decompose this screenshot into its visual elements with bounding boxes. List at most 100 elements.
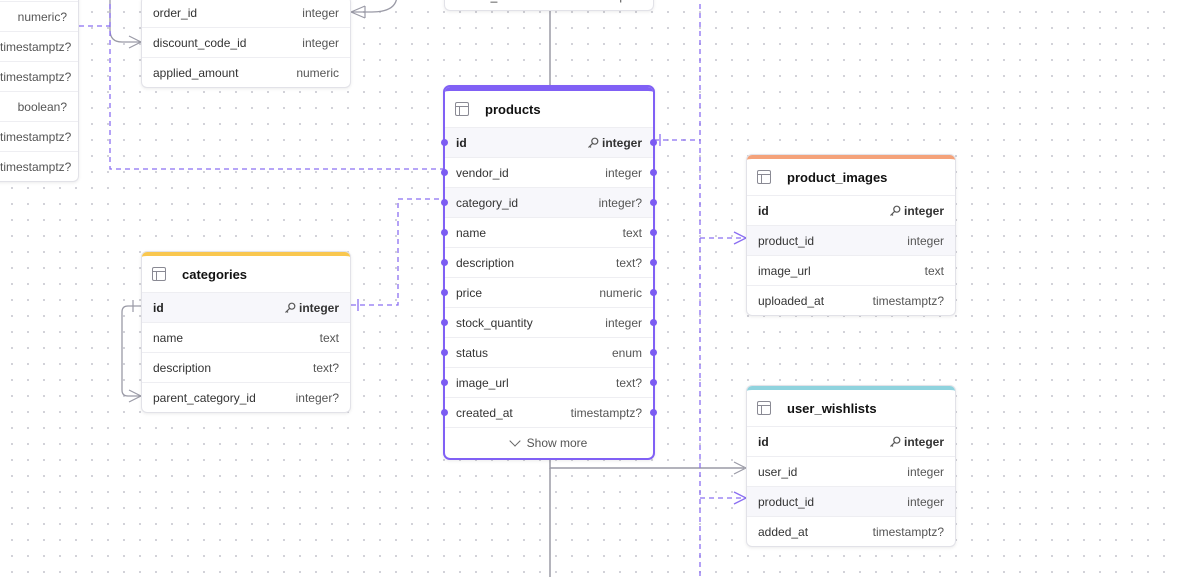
table-row[interactable]: timestamptz?: [0, 151, 78, 181]
chevron-down-icon: [508, 435, 521, 447]
edge-order-discounts-top: [351, 0, 397, 13]
table-left-partial[interactable]: numeric?timestamptz?timestamptz?boolean?…: [0, 0, 79, 182]
edge-order-discounts-left: [109, 0, 141, 43]
key-icon: [588, 137, 599, 148]
table-header[interactable]: user_wishlists: [747, 386, 955, 426]
connector-dot[interactable]: [441, 199, 448, 206]
column-type-label: text?: [615, 255, 642, 270]
column-type: integer: [302, 36, 339, 50]
column-name: parent_category_id: [153, 390, 256, 405]
column-name: id: [758, 203, 769, 218]
connector-dot[interactable]: [650, 379, 657, 386]
table-row[interactable]: product_id integer: [747, 225, 955, 255]
connector-dot[interactable]: [650, 229, 657, 236]
connector-dot[interactable]: [441, 379, 448, 386]
column-name: description: [456, 255, 515, 270]
column-type-label: integer?: [598, 195, 642, 210]
connector-dot[interactable]: [650, 199, 657, 206]
table-row[interactable]: id integer: [747, 195, 955, 225]
column-type: integer: [889, 435, 944, 449]
column-type-label: integer: [302, 35, 339, 50]
column-type-label: integer: [903, 203, 944, 218]
table-row[interactable]: review_datetimestamptz?: [445, 0, 653, 10]
table-icon: [757, 170, 771, 184]
column-type-label: integer: [907, 494, 944, 509]
column-type: timestamptz?: [571, 406, 642, 420]
column-name: product_id: [758, 233, 815, 248]
table-row[interactable]: boolean?: [0, 91, 78, 121]
show-more-button[interactable]: Show more: [445, 427, 653, 458]
table-row[interactable]: timestamptz?: [0, 31, 78, 61]
connector-dot[interactable]: [650, 139, 657, 146]
connector-dot[interactable]: [650, 409, 657, 416]
connector-dot[interactable]: [441, 349, 448, 356]
connector-dot[interactable]: [441, 259, 448, 266]
table-title: user_wishlists: [787, 400, 877, 416]
column-type: timestamptz?: [0, 40, 71, 54]
column-type: integer: [889, 204, 944, 218]
table-row[interactable]: timestamptz?: [0, 61, 78, 91]
connector-dot[interactable]: [650, 319, 657, 326]
connector-dot[interactable]: [650, 289, 657, 296]
column-type-label: timestamptz?: [0, 69, 72, 84]
connector-dot[interactable]: [441, 169, 448, 176]
column-type-label: integer: [302, 5, 339, 20]
connector-dot[interactable]: [650, 349, 657, 356]
connector-dot[interactable]: [441, 289, 448, 296]
column-type-label: text: [319, 330, 339, 345]
table-row[interactable]: description text?: [441, 247, 657, 277]
column-type-label: timestamptz?: [570, 405, 642, 420]
connector-dot[interactable]: [650, 169, 657, 176]
connector-dot[interactable]: [441, 319, 448, 326]
table-header[interactable]: categories: [142, 252, 350, 292]
connector-dot[interactable]: [650, 259, 657, 266]
column-name: status: [456, 345, 489, 360]
column-type: text?: [616, 256, 642, 270]
column-type-label: text: [924, 263, 944, 278]
column-type-label: numeric: [296, 65, 339, 80]
table-row[interactable]: timestamptz?: [0, 121, 78, 151]
show-more-label: Show more: [526, 436, 588, 450]
table-icon: [455, 102, 469, 116]
table-header[interactable]: product_images: [747, 155, 955, 195]
table-reviews-partial[interactable]: review_datetimestamptz?: [444, 0, 654, 11]
table-product-images[interactable]: product_images id integer product_id intege…: [746, 154, 956, 316]
connector-dot[interactable]: [441, 409, 448, 416]
column-name: name: [456, 225, 487, 240]
column-type: integer: [907, 465, 944, 479]
table-header[interactable]: products: [445, 87, 653, 127]
connector-dot[interactable]: [441, 139, 448, 146]
table-row[interactable]: parent_category_id integer?: [142, 382, 350, 412]
connector-dot[interactable]: [441, 229, 448, 236]
column-type: integer: [907, 234, 944, 248]
table-row[interactable]: numeric?: [0, 1, 78, 31]
column-type: timestamptz?: [0, 70, 71, 84]
column-type: timestamptz?: [873, 525, 944, 539]
column-type-label: integer?: [295, 390, 339, 405]
